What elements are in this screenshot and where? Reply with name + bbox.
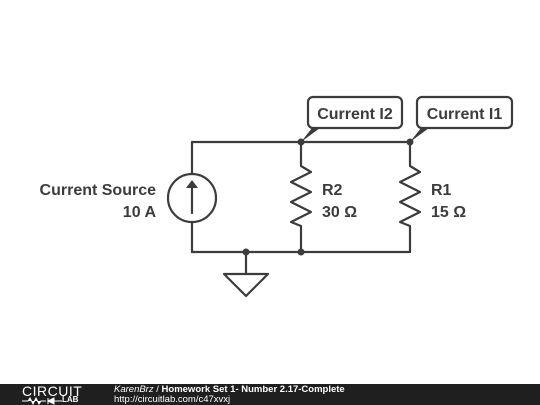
probe-current-i2[interactable]: Current I2 <box>301 95 404 142</box>
resistor-r2[interactable] <box>289 140 313 254</box>
probe-i1-label: Current I1 <box>427 106 503 123</box>
current-source-symbol[interactable] <box>166 172 218 224</box>
ground-symbol[interactable] <box>222 250 270 298</box>
resistor-r1[interactable] <box>398 140 422 254</box>
junction-dot <box>297 248 305 256</box>
source-value: 10 A <box>123 204 157 221</box>
circuitlab-logo[interactable]: CIRCUIT LAB <box>0 384 100 405</box>
probe-i2-label: Current I2 <box>317 106 393 123</box>
logo-sub-word: LAB <box>62 395 79 404</box>
r1-value: 15 Ω <box>431 204 466 221</box>
r2-value: 30 Ω <box>322 204 357 221</box>
logo-wordmark: CIRCUIT <box>22 383 83 399</box>
footer-bar: CIRCUIT LAB KarenBrz / Homework Set 1- N… <box>0 384 540 405</box>
r1-name: R1 <box>431 182 452 199</box>
logo-resistor-icon <box>22 397 62 405</box>
r2-name: R2 <box>322 182 343 199</box>
circuit-title[interactable]: Homework Set 1- Number 2.17-Complete <box>161 383 345 395</box>
author-name[interactable]: KarenBrz <box>114 383 154 395</box>
circuit-schematic: Current I2 Current I1 Current Source 10 … <box>40 95 514 298</box>
footer-info: KarenBrz / Homework Set 1- Number 2.17-C… <box>100 383 345 405</box>
circuit-url[interactable]: http://circuitlab.com/c47xvxj <box>114 393 231 405</box>
probe-current-i1[interactable]: Current I1 <box>410 95 514 142</box>
source-label: Current Source <box>40 182 157 199</box>
author-separator: / <box>153 383 162 395</box>
